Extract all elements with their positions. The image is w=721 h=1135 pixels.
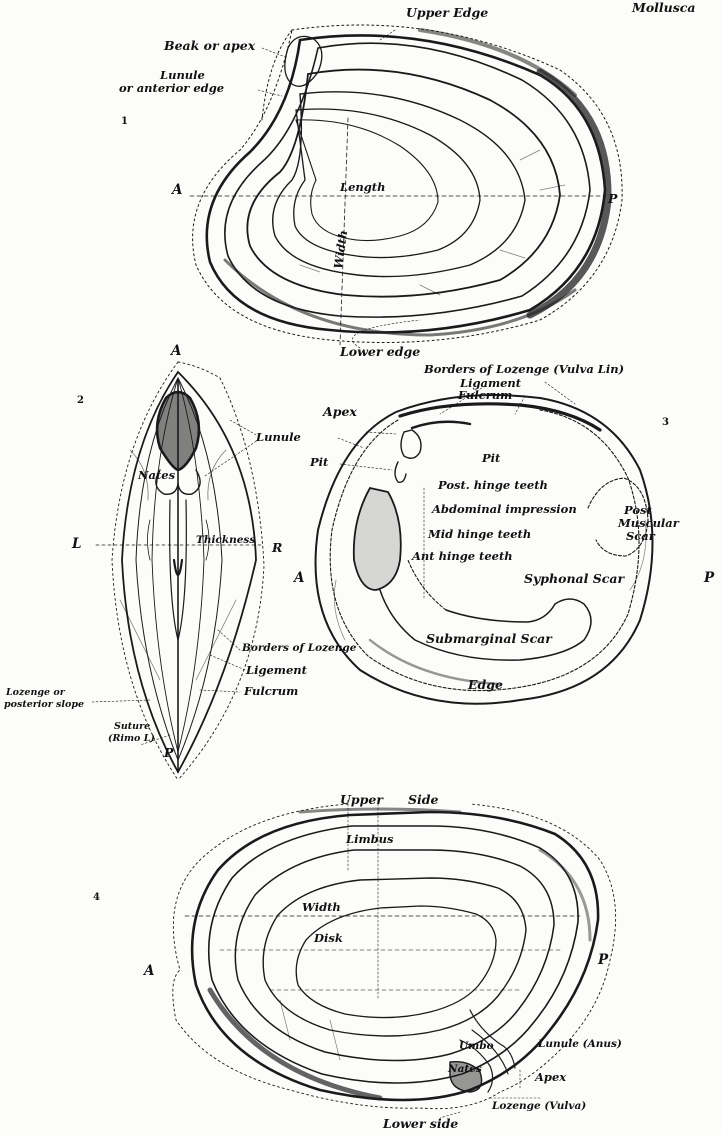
- fig3-mid-hinge-label: Mid hinge teeth: [428, 529, 531, 541]
- fig4-nates-label: Nates: [448, 1064, 482, 1075]
- fig3-posterior-marker: P: [704, 572, 714, 586]
- fig1-lunule-label: Lunule: [160, 70, 205, 82]
- fig2-ligament-label: Ligement: [246, 665, 307, 677]
- fig3-ant-hinge-label: Ant hinge teeth: [412, 551, 513, 563]
- figure-3-number: 3: [662, 418, 669, 428]
- fig3-borders-lozenge-label: Borders of Lozenge (Vulva Lin): [424, 364, 624, 376]
- fig4-lower-side-label: Lower side: [383, 1118, 458, 1131]
- fig1-posterior-marker: P: [608, 193, 617, 206]
- fig3-syphonal-scar-label: Syphonal Scar: [524, 573, 624, 586]
- fig1-upper-edge-label: Upper Edge: [406, 7, 488, 20]
- fig1-lower-edge-label: Lower edge: [340, 346, 420, 359]
- fig2-rimo-label: (Rimo L): [108, 734, 155, 744]
- fig4-anterior-marker: A: [144, 965, 154, 979]
- figure-3-shell: [316, 382, 653, 704]
- fig4-umbo-label: Umbo: [459, 1041, 494, 1052]
- fig4-upper-label: Upper: [340, 794, 383, 807]
- fig3-abdominal-label: Abdominal impression: [432, 504, 577, 516]
- fig3-edge-label: Edge: [468, 679, 503, 692]
- fig2-thickness-label: Thickness: [196, 535, 255, 546]
- fig4-lozenge-vulva-label: Lozenge (Vulva): [492, 1101, 586, 1112]
- fig2-posterior-slope-label: posterior slope: [4, 700, 84, 710]
- fig2-borders-lozenge-label: Borders of Lozenge: [242, 643, 356, 654]
- plate-header: Mollusca: [632, 2, 696, 15]
- fig3-post-scar-label-3: Scar: [626, 531, 655, 543]
- fig3-submarginal-scar-label: Submarginal Scar: [426, 633, 552, 646]
- fig1-length-label: Length: [340, 182, 385, 194]
- fig4-posterior-marker: P: [598, 954, 608, 968]
- fig4-limbus-label: Limbus: [346, 834, 394, 846]
- fig3-post-hinge-label: Post. hinge teeth: [438, 480, 548, 492]
- fig3-fulcrum-label: Fulcrum: [458, 390, 512, 402]
- fig3-post-scar-label-2: Muscular: [618, 518, 679, 530]
- fig4-disk-label: Disk: [314, 933, 343, 945]
- fig1-beak-label: Beak or apex: [164, 40, 255, 53]
- fig3-pit-right-label: Pit: [482, 453, 500, 465]
- fig2-lunule-label: Lunule: [256, 432, 301, 444]
- fig2-anterior-marker: A: [171, 345, 181, 359]
- fig3-apex-label: Apex: [323, 406, 357, 419]
- fig4-apex-label: Apex: [535, 1072, 566, 1084]
- fig4-lunule-anus-label: Lunule (Anus): [538, 1039, 622, 1050]
- fig3-post-scar-label-1: Post: [624, 505, 652, 517]
- figure-1-shell: [190, 25, 622, 348]
- fig2-lozenge-label: Lozenge or: [6, 688, 65, 698]
- figure-4-number: 4: [93, 893, 100, 903]
- fig2-fulcrum-label: Fulcrum: [244, 686, 298, 698]
- fig2-posterior-marker: P: [164, 747, 173, 760]
- fig4-width-label: Width: [302, 902, 341, 914]
- fig3-anterior-marker: A: [294, 572, 304, 586]
- fig3-pit-left-label: Pit: [310, 457, 328, 469]
- fig2-right-marker: R: [272, 542, 282, 555]
- fig2-suture-label: Suture: [114, 722, 150, 732]
- figure-2-number: 2: [77, 396, 84, 406]
- fig2-left-marker: L: [72, 538, 82, 552]
- fig2-nates-label: Nates: [138, 470, 175, 482]
- fig1-anterior-edge-label: or anterior edge: [119, 83, 224, 95]
- fig4-side-label: Side: [408, 794, 438, 807]
- fig1-anterior-marker: A: [172, 184, 182, 198]
- figure-2-shell: [92, 362, 264, 780]
- figure-1-number: 1: [121, 117, 128, 127]
